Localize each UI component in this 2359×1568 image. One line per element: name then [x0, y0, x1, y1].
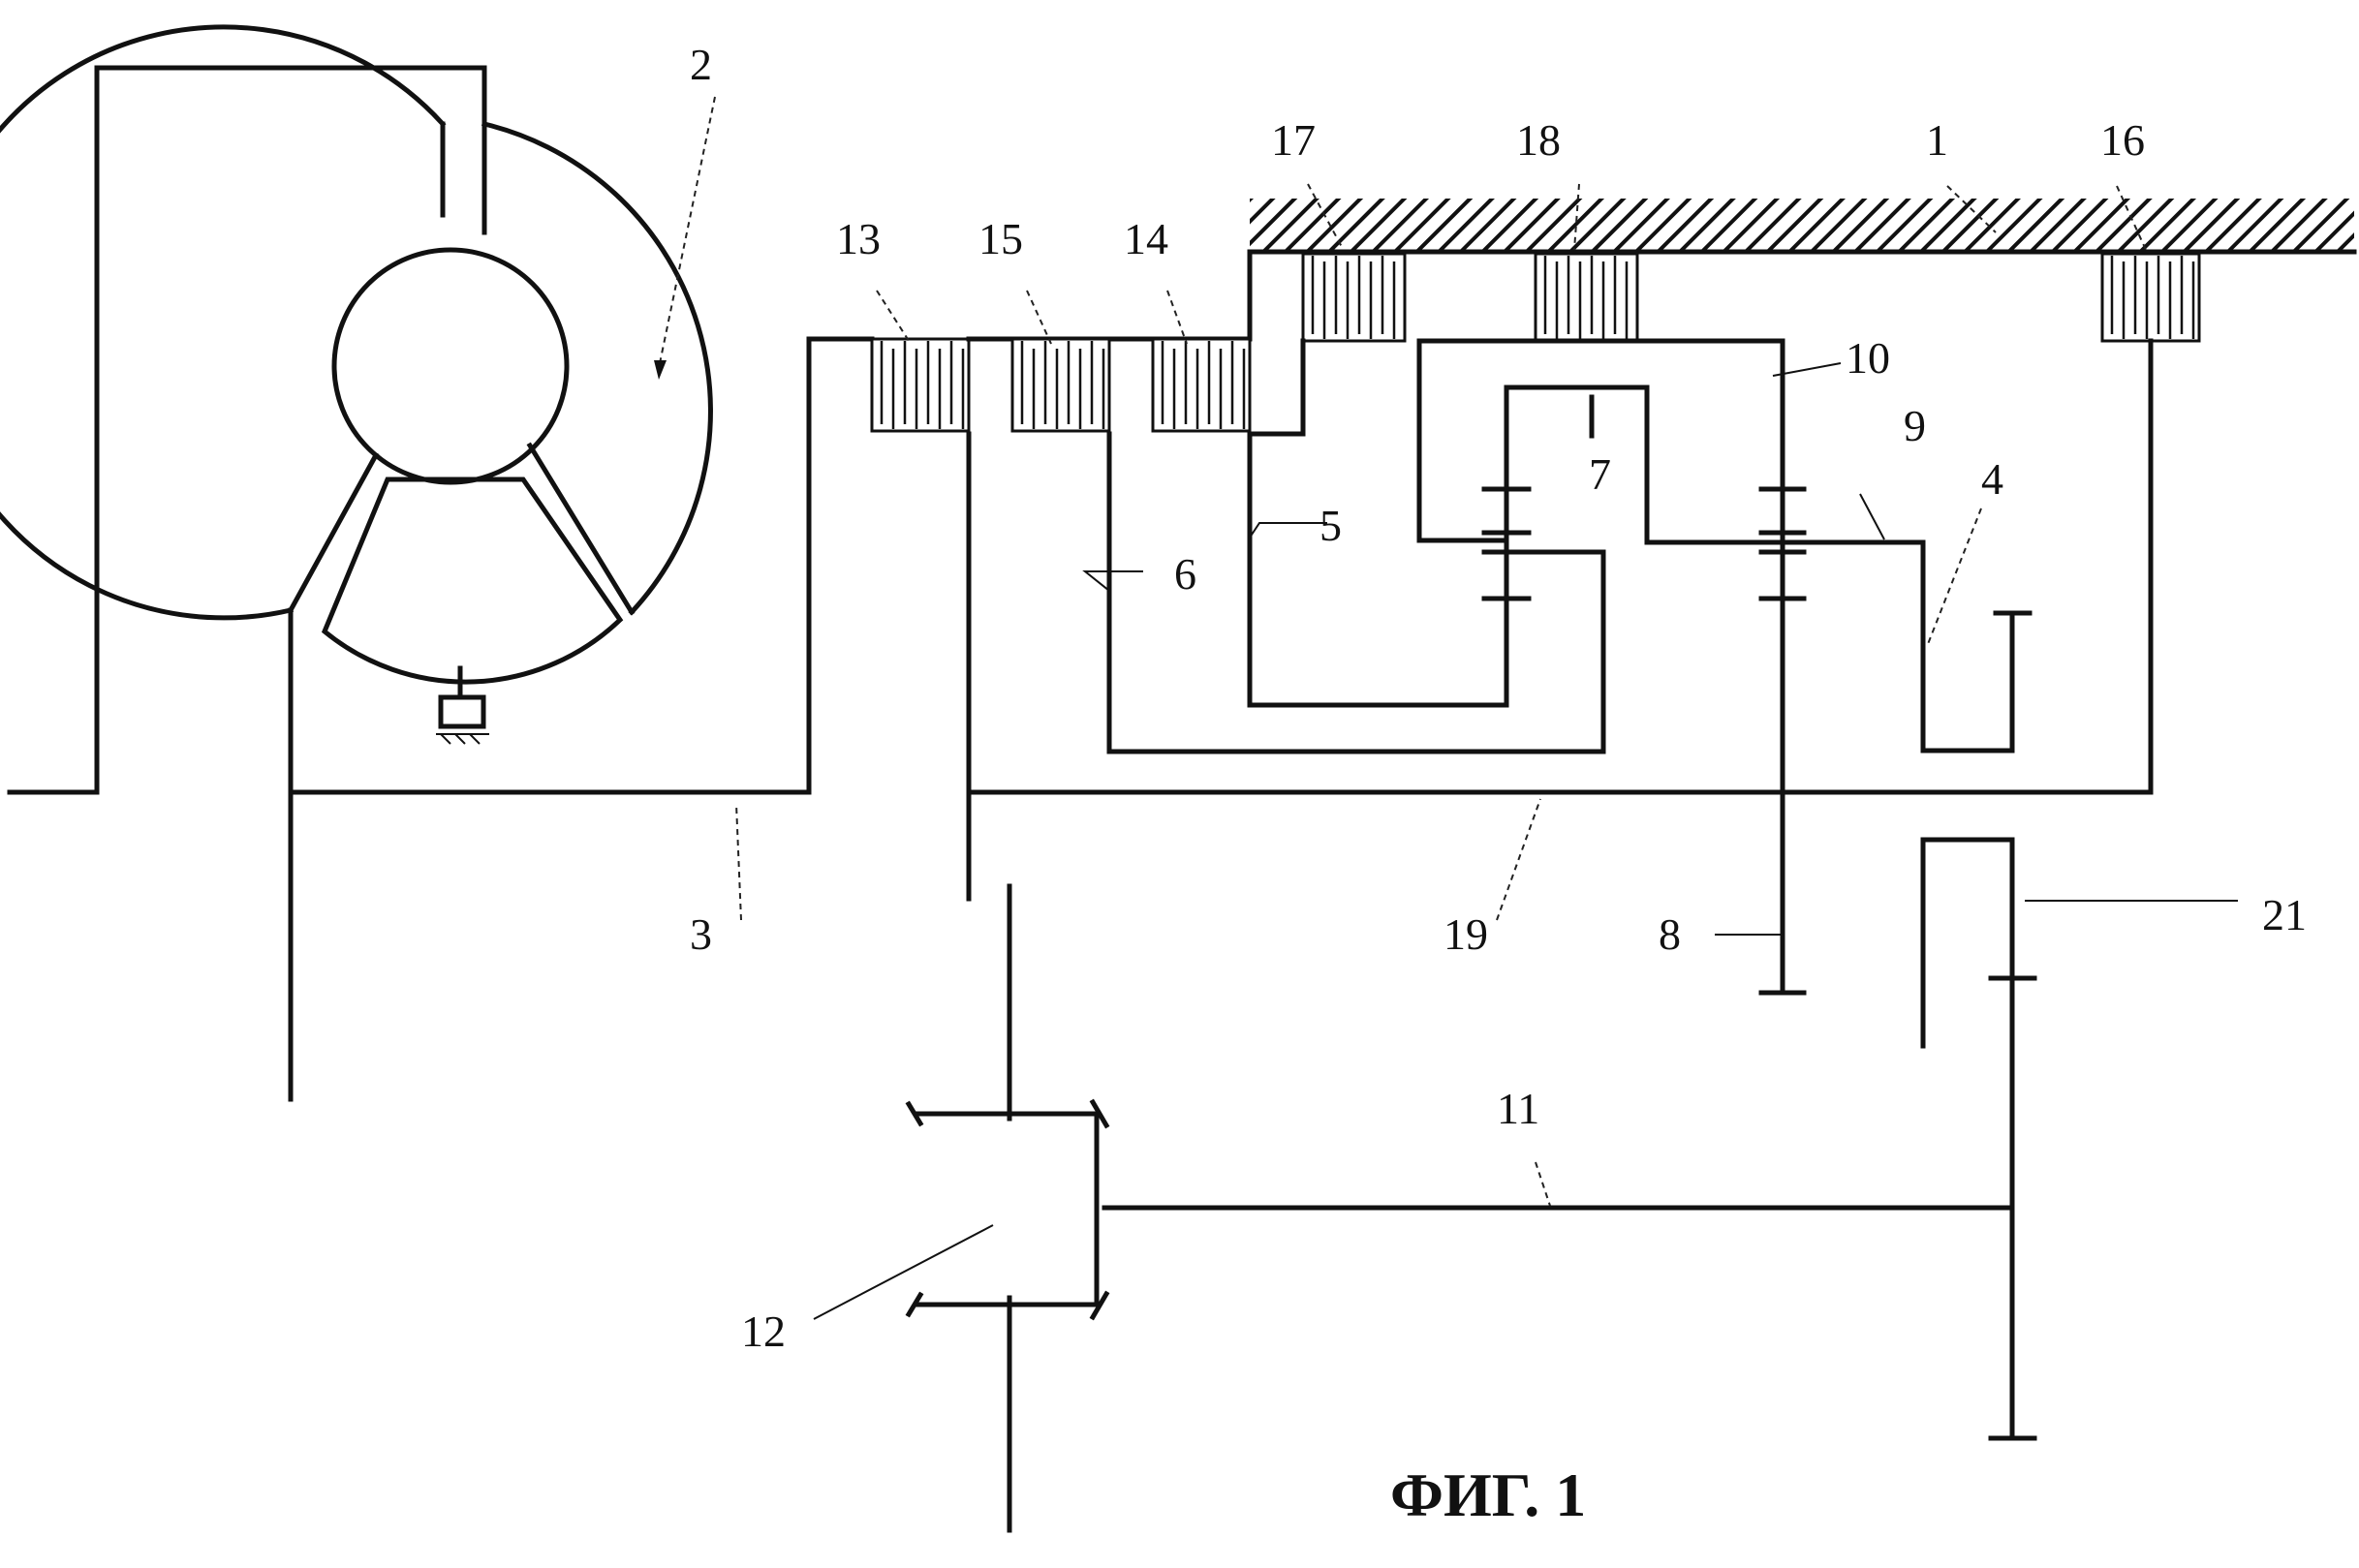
label-17: 17 — [1271, 115, 1316, 165]
label-6: 6 — [1174, 549, 1196, 599]
label-10: 10 — [1846, 333, 1890, 383]
member-4 — [1923, 613, 2012, 751]
torque-converter — [0, 27, 710, 1099]
label-5: 5 — [1319, 501, 1342, 550]
clutch-14 — [1153, 339, 1250, 431]
member-9 — [1783, 542, 1923, 634]
label-7: 7 — [1589, 449, 1611, 499]
label-18: 18 — [1516, 115, 1561, 165]
carrier-left — [1419, 341, 1506, 540]
label-21: 21 — [2262, 890, 2307, 939]
label-16: 16 — [2100, 115, 2145, 165]
label-13: 13 — [836, 214, 881, 263]
label-9: 9 — [1904, 401, 1926, 450]
brake-17-link — [1250, 341, 1303, 434]
brake-17 — [1303, 254, 1405, 341]
label-8: 8 — [1659, 909, 1681, 959]
housing — [1250, 199, 2354, 252]
label-14: 14 — [1124, 214, 1168, 263]
planet-gear-right — [1761, 484, 1804, 993]
brake-18 — [1536, 254, 1637, 341]
label-15: 15 — [978, 214, 1023, 263]
label-12: 12 — [741, 1307, 786, 1356]
shaft-19 — [969, 341, 2151, 792]
brake-16 — [2102, 254, 2199, 341]
clutch-drum — [969, 257, 1250, 339]
label-3: 3 — [690, 909, 712, 959]
clutch-13 — [872, 339, 969, 431]
label-11: 11 — [1497, 1084, 1539, 1133]
leader-lines — [654, 97, 2238, 1319]
gear-21 — [1923, 840, 2034, 1438]
shaft-5 — [1250, 434, 1506, 705]
label-4: 4 — [1981, 454, 2003, 504]
clutch-15 — [1012, 339, 1109, 431]
figure-title: ФИГ. 1 — [1390, 1460, 1586, 1529]
planet-gear-left — [1484, 426, 1529, 697]
label-2: 2 — [690, 40, 712, 89]
label-1: 1 — [1926, 115, 1948, 165]
label-19: 19 — [1443, 909, 1488, 959]
differential-12 — [909, 886, 1106, 1530]
member-7 — [1506, 387, 1783, 542]
